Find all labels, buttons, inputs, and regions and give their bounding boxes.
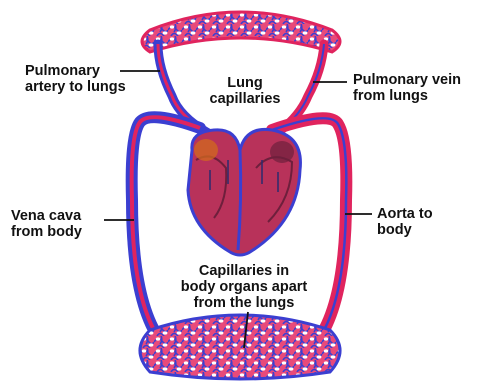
label-pulmonary-vein: Pulmonary vein from lungs — [353, 72, 461, 104]
label-body-capillaries: Capillaries in body organs apart from th… — [170, 263, 318, 311]
lung-capillary-bed — [142, 12, 340, 52]
body-capillary-bed — [140, 315, 340, 379]
label-aorta: Aorta to body — [377, 206, 433, 238]
heart — [188, 129, 300, 255]
label-vena-cava: Vena cava from body — [11, 208, 82, 240]
label-pulmonary-artery: Pulmonary artery to lungs — [25, 63, 126, 95]
label-lung-capillaries: Lung capillaries — [201, 75, 289, 107]
